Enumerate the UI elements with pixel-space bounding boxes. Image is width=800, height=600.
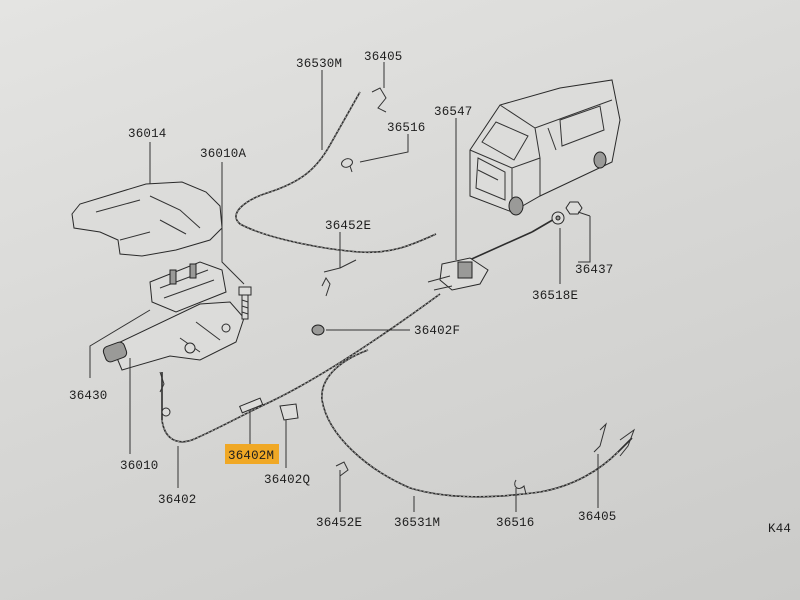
label-36010A: 36010A [200, 147, 247, 161]
label-36405-bottom: 36405 [578, 510, 617, 524]
lever-mechanism [102, 261, 245, 371]
label-36402F: 36402F [414, 324, 460, 338]
label-36516-bottom: 36516 [496, 516, 535, 530]
part-labels: 36530M 36405 36516 36547 36014 36010A 36… [69, 50, 791, 536]
lever-boot-36014 [71, 181, 223, 257]
label-36014: 36014 [128, 127, 167, 141]
label-36531M: 36531M [394, 516, 440, 530]
label-36402: 36402 [158, 493, 197, 507]
label-36430: 36430 [69, 389, 108, 403]
page-code: K44 [768, 522, 791, 536]
bolt-36010A [238, 286, 252, 320]
label-36452E-bottom: 36452E [316, 516, 362, 530]
label-36516-top: 36516 [387, 121, 426, 135]
label-36452E-top: 36452E [325, 219, 371, 233]
leader-lines [89, 62, 599, 512]
label-36530M: 36530M [296, 57, 342, 71]
label-36402M: 36402M [228, 449, 274, 463]
label-36547: 36547 [434, 105, 473, 119]
van-illustration [469, 79, 621, 216]
label-36405-top: 36405 [364, 50, 403, 64]
cables [161, 91, 633, 498]
label-36437: 36437 [575, 263, 614, 277]
highlight-36402M [225, 444, 279, 464]
label-36402Q: 36402Q [264, 473, 310, 487]
label-36010: 36010 [120, 459, 159, 473]
small-parts [159, 87, 636, 495]
label-36518E: 36518E [532, 289, 578, 303]
